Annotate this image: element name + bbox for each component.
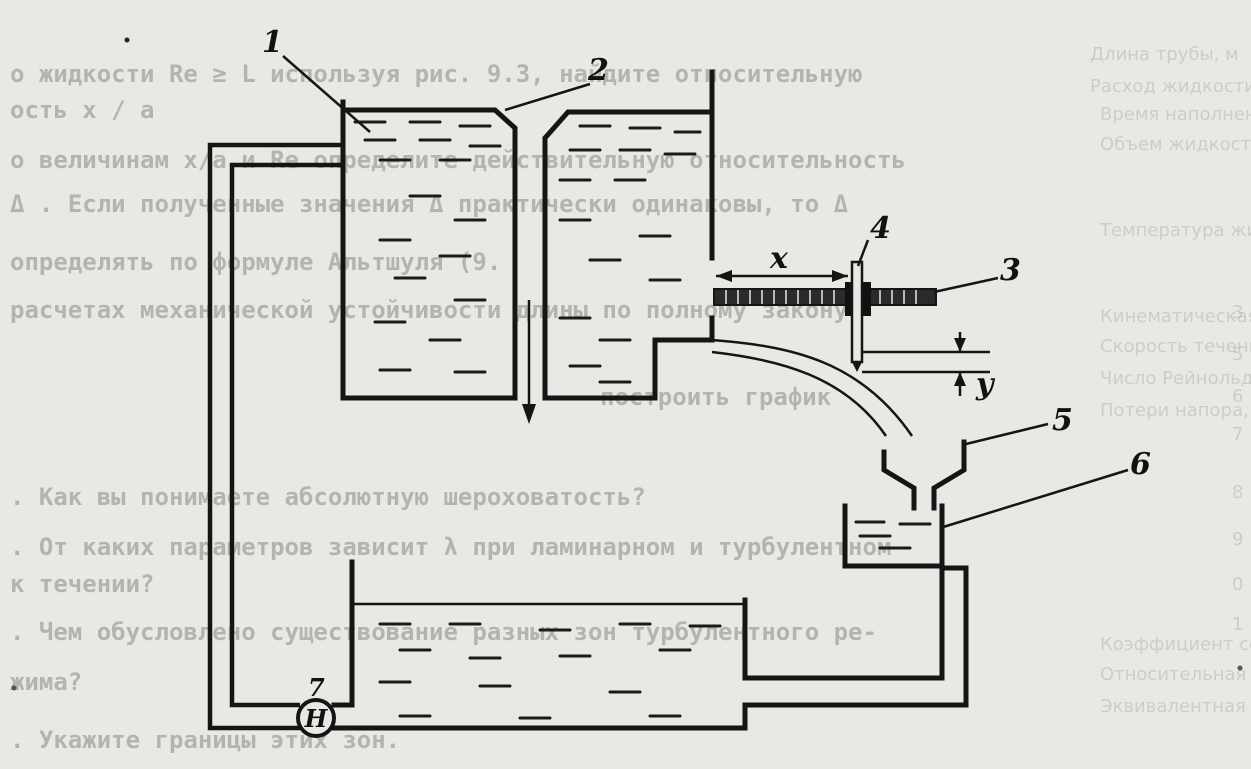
bg-line: о жидкости Re ≥ L используя рис. 9.3, на… bbox=[10, 60, 863, 88]
label-3-screw: 3 bbox=[1000, 253, 1021, 288]
pump-symbol: H bbox=[304, 704, 329, 733]
ghost-number: 1 bbox=[1232, 614, 1243, 635]
bg-line: . От каких параметров зависит λ при лами… bbox=[10, 533, 891, 561]
jet-upper bbox=[711, 338, 914, 437]
bg-line: ость x / a bbox=[10, 96, 155, 124]
label-4-carriage: 4 bbox=[870, 211, 891, 246]
label-x: x bbox=[769, 241, 789, 276]
screw-rod bbox=[713, 288, 937, 306]
measuring-device bbox=[713, 260, 937, 372]
ghost-number: 3 bbox=[1232, 302, 1243, 323]
ghost-line: Число Рейнольдса bbox=[1100, 368, 1251, 389]
ghost-number: 0 bbox=[1232, 574, 1243, 595]
jet-lower bbox=[711, 350, 888, 437]
label-5-funnel: 5 bbox=[1052, 403, 1073, 438]
ghost-number: 5 bbox=[1232, 344, 1243, 365]
ghost-line: Относительная шероховатость bbox=[1100, 664, 1251, 685]
lower-reservoir bbox=[331, 559, 969, 731]
upper-tank-left-chamber bbox=[340, 99, 518, 401]
ghost-line: Коэффициент сопротивления bbox=[1100, 634, 1251, 655]
leader-lines bbox=[282, 55, 1129, 530]
upper-tank bbox=[340, 69, 715, 424]
bg-line: к течении? bbox=[10, 570, 155, 598]
bg-line: определять по формуле Альтшуля (9. bbox=[10, 248, 501, 276]
label-1-pressure-tank: 1 bbox=[262, 25, 283, 60]
upper-tank-right-chamber bbox=[542, 69, 715, 401]
ghost-number: 9 bbox=[1232, 529, 1243, 550]
ghost-line: Объем жидкости в баке, л bbox=[1100, 134, 1251, 155]
ghost-number: 6 bbox=[1232, 386, 1243, 407]
needle-tip bbox=[852, 362, 862, 372]
ghost-line: Расход жидкости, л/с bbox=[1090, 76, 1251, 97]
label-6-vessel: 6 bbox=[1130, 447, 1151, 482]
water-upper-right bbox=[558, 124, 702, 384]
ghost-number: 7 bbox=[1232, 424, 1243, 445]
supply-pipe-outer bbox=[207, 142, 343, 731]
bg-line: . Укажите границы этих зон. bbox=[10, 726, 400, 754]
measuring-vessel bbox=[842, 503, 945, 569]
label-2-partition: 2 bbox=[587, 53, 609, 88]
background-text-layer: о жидкости Re ≥ L используя рис. 9.3, на… bbox=[10, 60, 906, 754]
label-7-pump: 7 bbox=[308, 673, 325, 702]
screw-thread bbox=[725, 290, 917, 304]
ghost-line: Температура жидкости, °C bbox=[1099, 220, 1251, 241]
y-dimension: y bbox=[862, 332, 996, 402]
bg-line: . Чем обусловлено существование разных з… bbox=[10, 618, 877, 646]
speck bbox=[11, 685, 17, 691]
water-lower bbox=[378, 622, 722, 720]
bg-line: расчетах механической устойчивости длины… bbox=[10, 296, 848, 324]
speck bbox=[124, 37, 130, 43]
funnel bbox=[881, 439, 967, 511]
label-y: y bbox=[975, 367, 996, 402]
water-upper-left bbox=[353, 120, 502, 374]
overflow-arrow-head bbox=[522, 404, 536, 424]
ghost-number: 8 bbox=[1232, 482, 1243, 503]
supply-pipe-inner bbox=[229, 162, 343, 708]
bg-line: жима? bbox=[10, 668, 82, 696]
bg-line: Δ . Если полученные значения Δ практичес… bbox=[10, 190, 849, 218]
ghost-line: Длина трубы, м bbox=[1090, 44, 1239, 65]
bg-line: . Как вы понимаете абсолютную шероховато… bbox=[10, 483, 646, 511]
needle-probe bbox=[850, 260, 864, 364]
lower-reservoir-wall bbox=[331, 559, 969, 731]
pump: H bbox=[296, 698, 336, 738]
ghost-line: Эквивалентная шероховатость, мм bbox=[1100, 696, 1251, 717]
x-dimension: x bbox=[716, 241, 848, 282]
ghost-text-layer: Длина трубы, м Расход жидкости, л/с Врем… bbox=[1090, 44, 1251, 717]
ghost-line: Кинематическая вязкость, м²/с bbox=[1100, 306, 1251, 327]
speck bbox=[1237, 665, 1243, 671]
ghost-line: Время наполнения мерного бака, с bbox=[1100, 104, 1251, 125]
ghost-line: Потери напора, м bbox=[1100, 400, 1251, 421]
ghost-line: Скорость течения, м/с bbox=[1100, 336, 1251, 357]
